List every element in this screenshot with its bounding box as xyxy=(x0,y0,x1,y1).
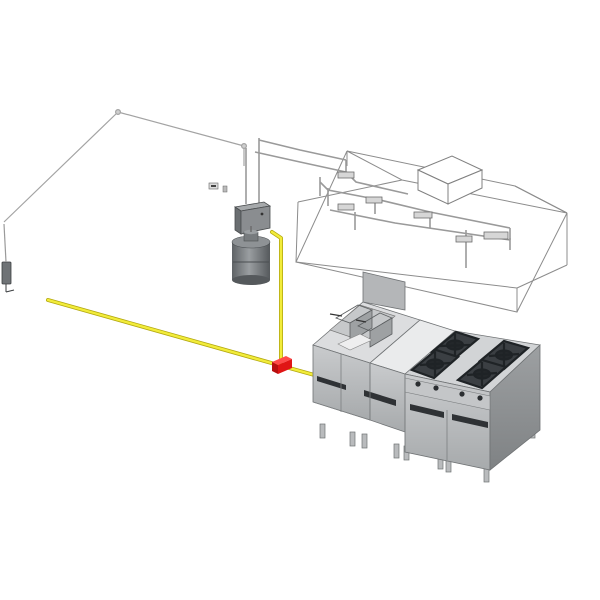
nozzle xyxy=(365,196,383,204)
burner-grates xyxy=(409,330,531,390)
agent-cylinder xyxy=(231,226,271,285)
gas-shutoff-valve xyxy=(272,356,292,374)
distribution-piping xyxy=(245,138,511,268)
pull-station xyxy=(1,223,15,293)
griddle-section xyxy=(364,319,456,433)
knob-icon xyxy=(459,391,465,397)
detection-line xyxy=(3,108,248,223)
burner-icon xyxy=(409,348,461,380)
knob-icon xyxy=(415,381,421,387)
hood-plenum-box xyxy=(416,155,484,205)
nozzles xyxy=(337,171,509,243)
nozzle xyxy=(413,211,433,219)
exhaust-hood xyxy=(295,150,568,313)
nozzle xyxy=(455,235,473,243)
knob-icon xyxy=(433,385,439,391)
gas-supply-line xyxy=(46,230,320,378)
knob-icon xyxy=(477,395,483,401)
deep-fryer xyxy=(312,271,421,421)
base-cabinets xyxy=(312,354,406,452)
alarm-devices xyxy=(208,182,228,193)
control-cabinet xyxy=(233,201,272,235)
nozzle xyxy=(337,203,355,211)
nozzle xyxy=(483,231,509,240)
nozzle xyxy=(337,171,355,179)
cooking-range xyxy=(404,330,541,471)
burner-icon xyxy=(455,358,509,390)
